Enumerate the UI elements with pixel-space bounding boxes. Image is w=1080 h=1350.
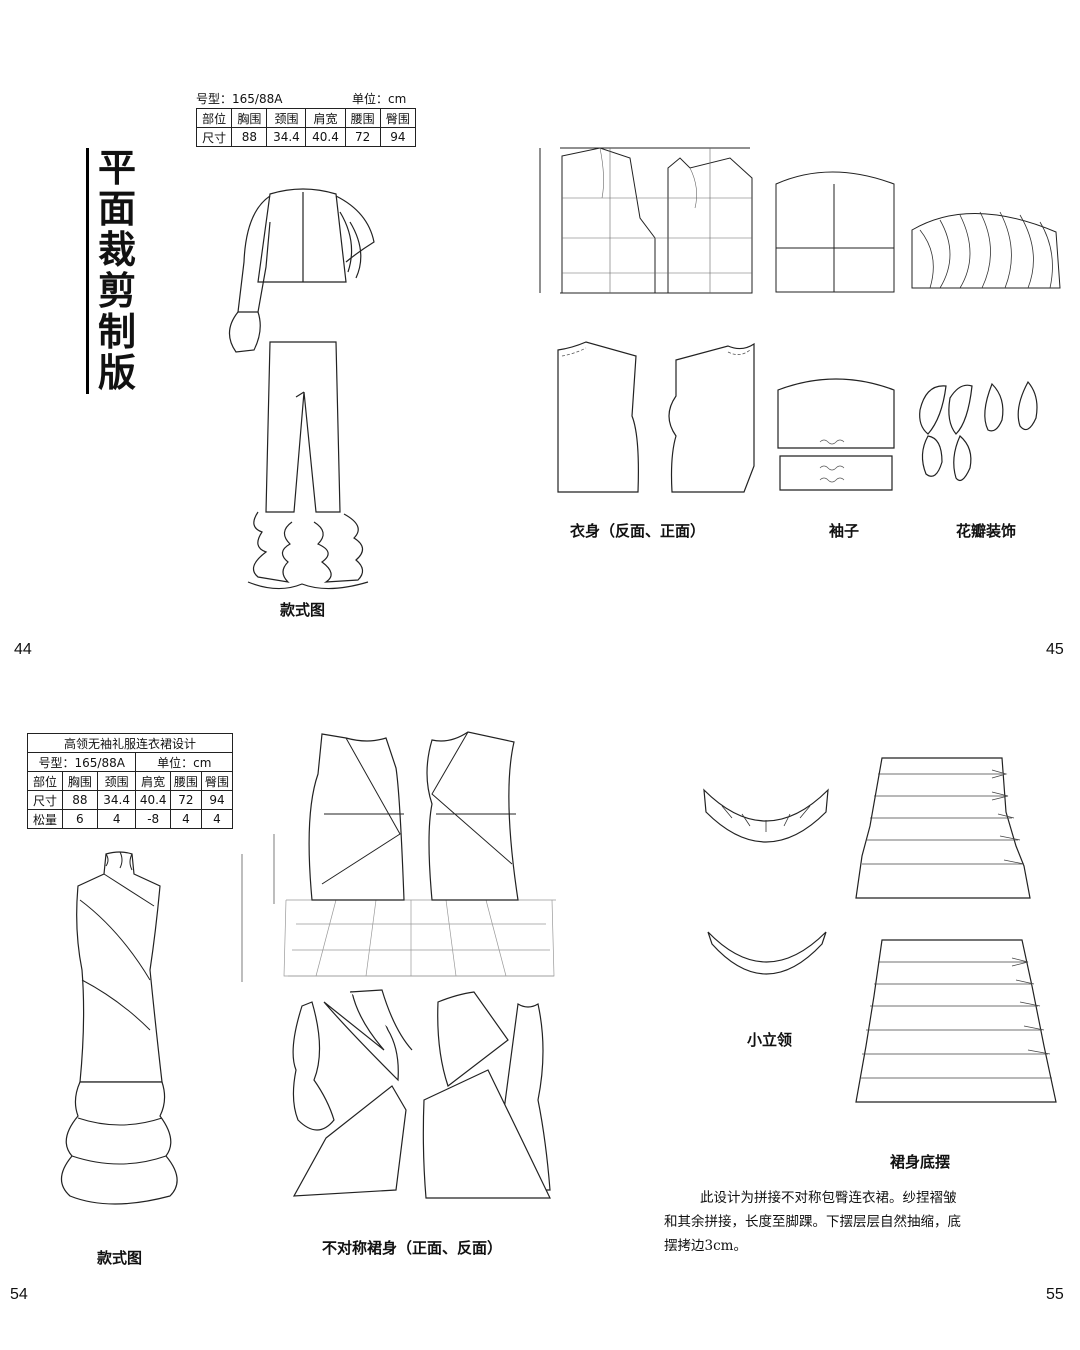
table-row: 高领无袖礼服连衣裙设计 xyxy=(27,733,233,753)
pattern-piece-asymmetric-body xyxy=(288,990,558,1200)
table-cell: 34.4 xyxy=(266,127,307,147)
page-number: 44 xyxy=(14,641,32,658)
table-cell: 40.4 xyxy=(135,790,171,810)
measurement-table-dress: 高领无袖礼服连衣裙设计 号型：165/88A 单位：cm 部位 胸围 颈围 肩宽… xyxy=(26,733,234,829)
vertical-title: 平 面 裁 剪 制 版 xyxy=(86,148,141,394)
table-cell: 40.4 xyxy=(305,127,346,147)
table-cell: 尺寸 xyxy=(27,790,63,810)
page-number: 45 xyxy=(1046,641,1064,658)
title-char: 平 xyxy=(97,146,136,190)
table-cell: 部位 xyxy=(195,108,233,128)
table-row: 部位 胸围 颈围 肩宽 腰围 臀围 xyxy=(27,771,234,791)
caption-skirt-hem: 裙身底摆 xyxy=(890,1153,951,1171)
title-char: 版 xyxy=(97,351,136,395)
table-cell: 尺寸 xyxy=(195,127,233,147)
table-cell: 肩宽 xyxy=(135,771,171,791)
table-cell: 94 xyxy=(200,790,234,810)
style-sketch-blouse-trousers xyxy=(218,182,388,602)
table-cell: 4 xyxy=(96,809,137,829)
pattern-piece-petals xyxy=(916,378,1066,488)
caption-bodice: 衣身（反面、正面） xyxy=(570,522,706,540)
pattern-piece-sleeve xyxy=(776,376,896,492)
title-char: 裁 xyxy=(97,228,136,272)
table-cell: 胸围 xyxy=(61,771,98,791)
pattern-piece-stand-collar xyxy=(702,782,832,972)
table-row: 松量 6 4 -8 4 4 xyxy=(27,809,234,829)
table-row: 尺寸 88 34.4 40.4 72 94 xyxy=(27,790,234,810)
table-cell: 4 xyxy=(200,809,234,829)
caption-dress-style: 款式图 xyxy=(97,1249,143,1267)
table-cell: 胸围 xyxy=(231,108,268,128)
page-number: 55 xyxy=(1046,1286,1064,1303)
caption-sleeve: 袖子 xyxy=(829,522,860,540)
table-cell: 4 xyxy=(169,809,202,829)
pattern-piece-skirt-hem xyxy=(852,756,1062,1106)
pattern-draft-bodice xyxy=(530,128,760,298)
table-cell: 颈围 xyxy=(96,771,137,791)
style-sketch-dress xyxy=(50,850,190,1240)
table-cell: 88 xyxy=(231,127,268,147)
pattern-piece-bodice xyxy=(552,336,762,496)
size-label: 号型：165/88A xyxy=(196,92,283,106)
unit-label: 单位：cm xyxy=(352,92,407,106)
design-description: 此设计为拼接不对称包臀连衣裙。纱捏褶皱和其余拼接，长度至脚踝。下摆层层自然抽缩，… xyxy=(664,1190,961,1254)
table-cell: 部位 xyxy=(27,771,63,791)
table-cell: 肩宽 xyxy=(305,108,346,128)
table-row: 部位 胸围 颈围 肩宽 腰围 臀围 xyxy=(195,108,417,128)
caption-style-drawing: 款式图 xyxy=(280,601,326,619)
table-cell: 臀围 xyxy=(200,771,234,791)
caption-petal-decoration: 花瓣装饰 xyxy=(956,522,1017,540)
title-char: 面 xyxy=(97,187,136,231)
table-cell: 臀围 xyxy=(379,108,417,128)
table-cell: 腰围 xyxy=(344,108,381,128)
table-cell: 松量 xyxy=(27,809,63,829)
table-cell: 72 xyxy=(344,127,381,147)
table-cell: 72 xyxy=(169,790,202,810)
table-cell: 6 xyxy=(61,809,98,829)
page-number: 54 xyxy=(10,1286,28,1303)
title-char: 剪 xyxy=(97,269,136,313)
table-cell: 94 xyxy=(379,127,417,147)
table-row: 号型：165/88A 单位：cm xyxy=(26,752,233,772)
table-cell: -8 xyxy=(135,809,171,829)
table-cell: 腰围 xyxy=(169,771,202,791)
table-row: 尺寸 88 34.4 40.4 72 94 xyxy=(195,127,417,147)
pattern-draft-sleeve xyxy=(770,160,1070,290)
pattern-draft-asymmetric-dress xyxy=(236,714,556,1004)
measurement-table: 部位 胸围 颈围 肩宽 腰围 臀围 尺寸 88 34.4 40.4 72 94 xyxy=(195,108,417,147)
caption-stand-collar: 小立领 xyxy=(747,1031,793,1049)
table-cell: 颈围 xyxy=(266,108,307,128)
unit-label: 单位：cm xyxy=(135,752,233,772)
title-char: 制 xyxy=(97,310,136,354)
table-cell: 88 xyxy=(61,790,98,810)
table-title: 高领无袖礼服连衣裙设计 xyxy=(27,733,233,753)
table-cell: 34.4 xyxy=(96,790,137,810)
caption-asymmetric-body: 不对称裙身（正面、反面） xyxy=(322,1239,503,1257)
size-label: 号型：165/88A xyxy=(26,752,137,772)
